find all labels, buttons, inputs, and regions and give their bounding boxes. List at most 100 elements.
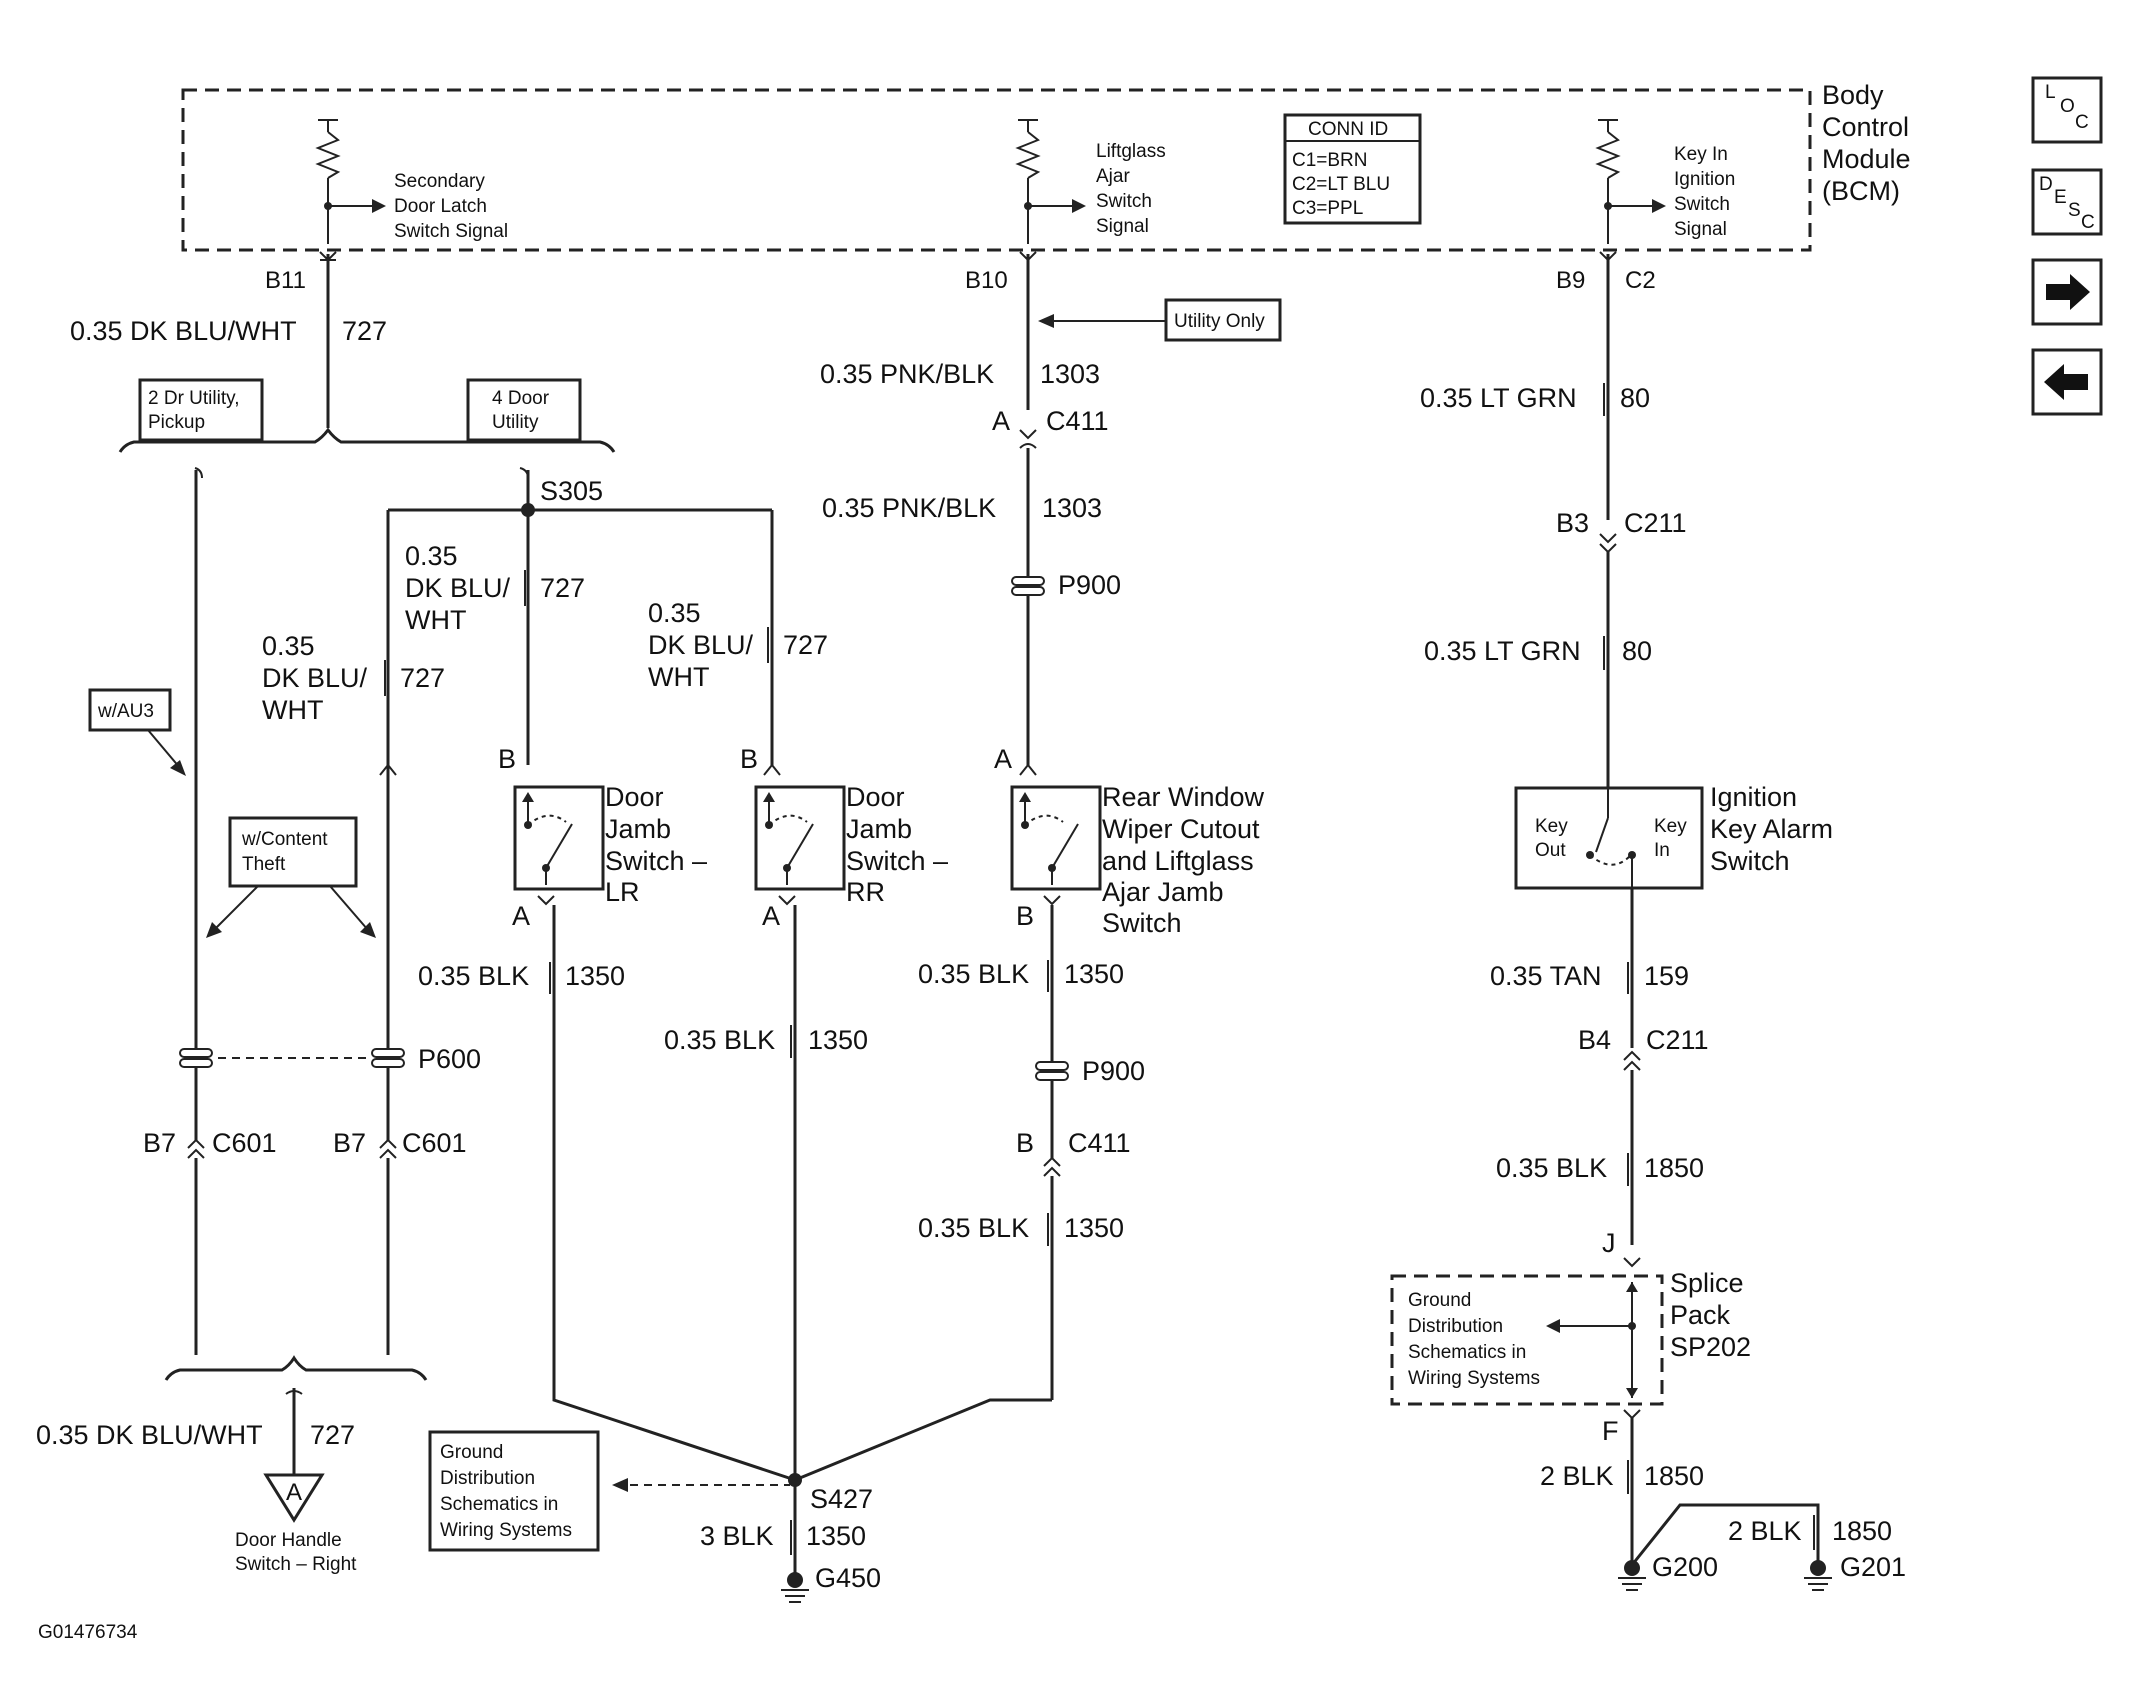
prev-page-button[interactable]	[2031, 348, 2103, 416]
lr-line1: Door	[605, 782, 664, 812]
left-arrow-icon	[2044, 364, 2088, 400]
p600-label: P600	[418, 1044, 481, 1074]
desc-button[interactable]: D E S C	[2031, 168, 2103, 236]
circuit-1303-a: 1303	[1040, 359, 1100, 389]
circuit-159-1850: 0.35 TAN 159 B4 C211 0.35 BLK 1850 J Gro…	[1390, 888, 1906, 1591]
rw-pin-b: B	[1016, 901, 1034, 931]
utility-only-callout: Utility Only	[1038, 298, 1282, 342]
circuit-80-b: 80	[1622, 636, 1652, 666]
sp-line2: Pack	[1670, 1300, 1731, 1330]
g450-label: G450	[815, 1563, 881, 1593]
opt1-line2: Pickup	[148, 412, 205, 433]
ground-s427: S427 3 BLK 1350 G450 Ground Distribution…	[428, 1430, 881, 1603]
wire-2blk-a: 2 BLK	[1540, 1461, 1614, 1491]
lr-line2: Jamb	[605, 814, 671, 844]
w2-line2: DK BLU/	[405, 573, 511, 603]
sig3-line2: Ignition	[1674, 169, 1735, 190]
lr-line4: LR	[605, 877, 640, 907]
wire-2blk-b: 2 BLK	[1728, 1516, 1802, 1546]
circuit-727-top: 727	[342, 316, 387, 346]
wire-80-b: 0.35 LT GRN	[1424, 636, 1581, 666]
key-out-line1: Key	[1535, 816, 1568, 837]
lr-line3: Switch –	[605, 846, 707, 876]
circuit-80: B9 C2 0.35 LT GRN 80 B3 C211 0.35 LT GRN…	[1420, 251, 1687, 820]
w1-line1: 0.35	[262, 631, 315, 661]
circuit-1350: 0.35 BLK 1350 0.35 BLK 1350 0.35 BLK 135…	[418, 905, 1145, 1482]
c411-top-label: C411	[1046, 406, 1109, 436]
ground-g200-icon	[1624, 1560, 1640, 1576]
bcm-title-1: Body	[1822, 80, 1884, 110]
circ-rw-2: 1350	[1064, 1213, 1124, 1243]
sig3-line3: Switch	[1674, 194, 1730, 215]
circuit-159: 159	[1644, 961, 1689, 991]
gbox2-line2: Distribution	[1408, 1316, 1503, 1337]
circ-rw: 1350	[1064, 959, 1124, 989]
loc-button[interactable]: L O C	[2031, 76, 2103, 144]
gbox1-line4: Wiring Systems	[440, 1520, 572, 1541]
s427-label: S427	[810, 1484, 873, 1514]
circuit-1850-a: 1850	[1644, 1461, 1704, 1491]
conn-c2: C2	[1625, 267, 1656, 294]
pullup-resistor-3: Key In Ignition Switch Signal	[1595, 119, 1735, 244]
rw-pin-a: A	[994, 744, 1012, 774]
pin-j: J	[1602, 1228, 1616, 1258]
offpage-connector-a	[263, 1473, 325, 1523]
ign-title-2: Key Alarm	[1710, 814, 1833, 844]
circ-lr: 1350	[565, 961, 625, 991]
gbox1-line1: Ground	[440, 1442, 503, 1463]
wire-1303-b: 0.35 PNK/BLK	[822, 493, 996, 523]
w1-circuit: 727	[400, 663, 445, 693]
theft-line1: w/Content	[241, 829, 328, 850]
rw-line5: Switch	[1102, 908, 1182, 938]
conn-id-title: CONN ID	[1308, 119, 1388, 140]
wire-3blk: 3 BLK	[700, 1521, 774, 1551]
right-arrow-icon	[2046, 274, 2090, 310]
pin-b7-right: B7	[333, 1128, 366, 1158]
p900-bottom-label: P900	[1082, 1056, 1145, 1086]
conn-c3: C3=PPL	[1292, 198, 1363, 219]
c411-pin-b: B	[1016, 1128, 1034, 1158]
sig2-line2: Ajar	[1096, 166, 1130, 187]
loc-letter-c: C	[2075, 112, 2089, 133]
circuit-1303-b: 1303	[1042, 493, 1102, 523]
gbox2-line1: Ground	[1408, 1290, 1471, 1311]
conn-c2: C2=LT BLU	[1292, 174, 1390, 195]
loc-letter-l: L	[2045, 82, 2056, 103]
rw-line2: Wiper Cutout	[1102, 814, 1260, 844]
sp-line1: Splice	[1670, 1268, 1744, 1298]
sig3-line4: Signal	[1674, 219, 1727, 240]
utility-only-label: Utility Only	[1174, 311, 1265, 332]
w3-line2: DK BLU/	[648, 630, 754, 660]
key-in-line1: Key	[1654, 816, 1687, 837]
w3-circuit: 727	[783, 630, 828, 660]
circuit-80-a: 80	[1620, 383, 1650, 413]
w2-line3: WHT	[405, 605, 466, 635]
g201-label: G201	[1840, 1552, 1906, 1582]
rear-window-wiper-cutout-switch: A B Rear Window Wiper Cutout and Liftgla…	[994, 744, 1265, 938]
option-2dr-utility: 2 Dr Utility, Pickup	[138, 378, 264, 442]
ground-g201-icon	[1810, 1560, 1826, 1576]
option-au3: w/AU3	[88, 688, 186, 776]
body-control-module: Body Control Module (BCM) CONN ID C1=BRN…	[181, 80, 1911, 252]
gbox2-line3: Schematics in	[1408, 1342, 1526, 1363]
wire-blk-1850: 0.35 BLK	[1496, 1153, 1607, 1183]
option-content-theft: w/Content Theft	[206, 816, 376, 938]
key-in-line2: In	[1654, 840, 1670, 861]
opt2-line1: 4 Door	[492, 388, 550, 409]
rr-line2: Jamb	[846, 814, 912, 844]
au3-label: w/AU3	[97, 701, 154, 722]
gbox1-line3: Schematics in	[440, 1494, 558, 1515]
rr-line1: Door	[846, 782, 905, 812]
conn-id-box: CONN ID C1=BRN C2=LT BLU C3=PPL	[1283, 113, 1422, 225]
splice-s305-label: S305	[540, 476, 603, 506]
desc-letter-s: S	[2068, 200, 2081, 221]
ign-title-3: Switch	[1710, 846, 1790, 876]
c601-right: C601	[402, 1128, 467, 1158]
wire-1303-a: 0.35 PNK/BLK	[820, 359, 994, 389]
door-jamb-switch-lr: B A Door Jamb Switch – LR	[379, 744, 707, 931]
lr-pin-b: B	[498, 744, 516, 774]
pullup-resistor-1: Secondary Door Latch Switch Signal	[315, 119, 508, 244]
bcm-title-4: (BCM)	[1822, 176, 1900, 206]
next-page-button[interactable]	[2031, 258, 2103, 326]
sig2-line1: Liftglass	[1096, 141, 1166, 162]
